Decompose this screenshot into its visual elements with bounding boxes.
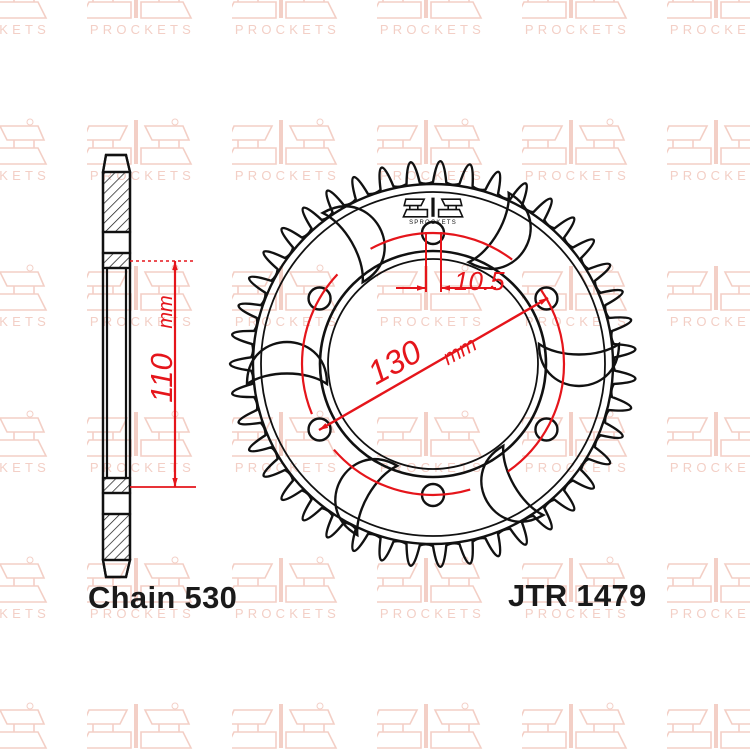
lightening-cutout — [466, 190, 532, 270]
lightening-cutout — [480, 443, 546, 523]
jt-logo-stamp: SPROCKETS — [402, 197, 464, 226]
dimension-110-units: mm — [155, 295, 177, 328]
lightening-cutout — [537, 341, 621, 388]
dimension-110-label: 110 — [144, 353, 179, 402]
svg-text:SPROCKETS: SPROCKETS — [409, 220, 457, 226]
dimension-130-units: mm — [439, 333, 481, 370]
dimension-130-label: 130 — [361, 332, 428, 391]
side-section-view — [101, 153, 132, 579]
dimension-130mm — [300, 231, 566, 497]
dimension-10-5-label: 10.5 — [454, 266, 505, 296]
lightening-cutout — [320, 205, 386, 285]
dimension-10-5 — [396, 232, 496, 292]
lightening-cutout — [334, 458, 400, 538]
lightening-cutout — [245, 340, 329, 387]
dimension-110mm — [130, 260, 196, 488]
